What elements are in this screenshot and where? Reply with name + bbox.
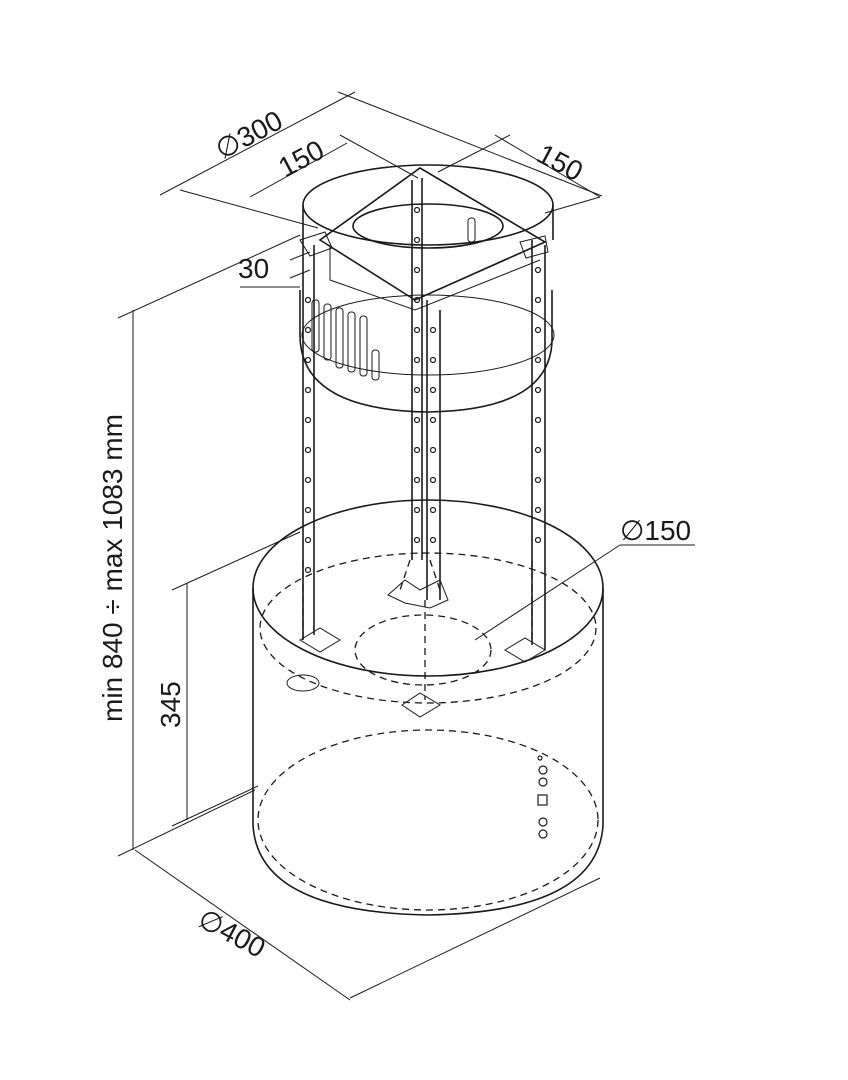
top-collar — [299, 164, 555, 413]
support-rails — [299, 178, 549, 718]
vent-slots — [311, 217, 476, 381]
label-total-height: min 840 ÷ max 1083 mm — [97, 414, 128, 722]
label-top-half-left: 150 — [273, 134, 329, 183]
label-body-diameter: ∅400 — [193, 903, 270, 964]
label-duct-diameter: ∅150 — [620, 515, 691, 546]
mounting-brackets — [299, 231, 549, 718]
control-panel — [537, 755, 548, 839]
dimension-lines — [117, 91, 695, 1001]
label-body-height: 345 — [155, 681, 186, 728]
hood-body — [252, 499, 604, 916]
rail-holes — [304, 206, 542, 574]
label-top-half-right: 150 — [532, 138, 588, 187]
label-collar-height: 30 — [238, 253, 269, 284]
